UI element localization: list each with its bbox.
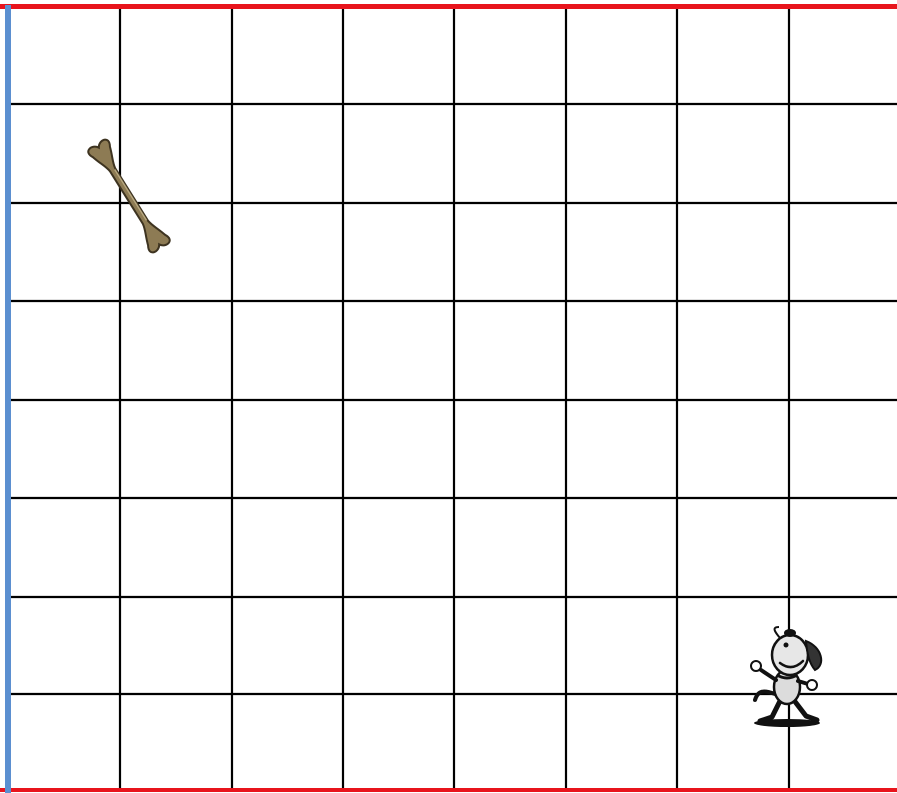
left-border-blue xyxy=(5,5,11,793)
dog-nose xyxy=(784,629,796,637)
top-border-red xyxy=(0,4,897,9)
dog-paw-right xyxy=(807,680,817,690)
bottom-border-red xyxy=(0,788,897,792)
dog-head xyxy=(772,635,808,675)
dog-eye xyxy=(784,643,789,648)
dog-paw-left xyxy=(751,661,761,671)
